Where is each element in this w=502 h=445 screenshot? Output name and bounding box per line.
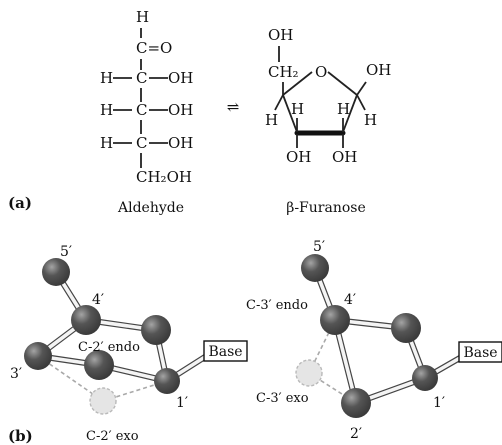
- left-c1-label: 1′: [176, 395, 188, 411]
- left-endo-label: C-2′ endo: [78, 340, 140, 355]
- left-c5-atom: [42, 258, 70, 286]
- furanose-oh-right: OH: [366, 61, 391, 79]
- left-base-label: Base: [208, 344, 242, 360]
- right-c5-label: 5′: [313, 239, 325, 255]
- right-base-label: Base: [463, 345, 497, 361]
- aldehyde-row3-right: OH: [168, 134, 193, 152]
- left-ring-model: 5′ 4′ C-2′ endo 3′ 1′ Base C-2′ exo: [10, 244, 248, 444]
- right-c2-label: 2′: [350, 426, 362, 442]
- furanose-ch2: CH₂: [268, 63, 299, 81]
- aldehyde-row1-left: H: [100, 69, 113, 87]
- left-dashed-bond-c3: [37, 355, 104, 402]
- left-c4-label: 4′: [92, 292, 104, 308]
- aldehyde-group: C=O: [136, 39, 172, 57]
- furanose-oh-c3: OH: [286, 148, 311, 166]
- left-c5-label: 5′: [60, 244, 72, 260]
- right-o-atom: [391, 313, 421, 343]
- left-c4-atom: [71, 305, 101, 335]
- right-base-box: [458, 341, 502, 363]
- furanose-oh-top: OH: [268, 26, 293, 44]
- right-c1-label: 1′: [433, 395, 445, 411]
- furanose-ring-o: O: [315, 63, 327, 81]
- furanose-bond-c4-c3: [282, 94, 298, 133]
- equilibrium-arrows: ⇌: [227, 98, 240, 116]
- right-ring-model: 5′ C-3′ endo 4′ C-3′ exo 2′ 1′ Base: [246, 239, 502, 442]
- left-exo-atom: [89, 387, 117, 415]
- right-exo-atom: [295, 359, 323, 387]
- right-c4-label: 4′: [344, 292, 356, 308]
- panel-a-label: (a): [8, 194, 32, 212]
- aldehyde-structure: H C=O H C OH H C OH H C OH CH₂OH Aldehyd…: [100, 8, 193, 216]
- left-o-atom: [141, 315, 171, 345]
- furanose-bond-o-c1: [327, 71, 358, 96]
- furanose-bond-c1-h: [356, 94, 366, 111]
- aldehyde-row1-right: OH: [168, 69, 193, 87]
- aldehyde-row2-carbon: C: [136, 101, 147, 119]
- aldehyde-terminal: CH₂OH: [136, 168, 192, 186]
- aldehyde-row3-left: H: [100, 134, 113, 152]
- left-base-box: [203, 340, 248, 362]
- aldehyde-row1-carbon: C: [136, 69, 147, 87]
- aldehyde-caption: Aldehyde: [117, 200, 184, 216]
- left-c3-label: 3′: [10, 366, 22, 382]
- panel-b-label: (b): [8, 427, 33, 445]
- furanose-bond-c1-oh: [356, 81, 367, 96]
- right-exo-label: C-3′ exo: [256, 391, 309, 406]
- left-c1-atom: [154, 368, 180, 394]
- furanose-bond-c2-c1: [342, 94, 358, 133]
- furanose-caption: β-Furanose: [286, 200, 366, 216]
- aldehyde-h-top: H: [136, 8, 149, 26]
- furanose-h-c3: H: [291, 100, 304, 118]
- furanose-structure: OH CH₂ O OH H H H H OH OH β-Furanos: [265, 26, 391, 216]
- furanose-bond-c4-h: [274, 94, 284, 111]
- right-c1-atom: [412, 365, 438, 391]
- aldehyde-row3-carbon: C: [136, 134, 147, 152]
- left-c2-endo-atom: [84, 350, 114, 380]
- aldehyde-row2-right: OH: [168, 101, 193, 119]
- left-c3-atom: [24, 342, 52, 370]
- furanose-oh-c2: OH: [332, 148, 357, 166]
- right-c3-endo-atom: [320, 305, 350, 335]
- furanose-h-c2: H: [337, 100, 350, 118]
- furanose-h-c1: H: [364, 111, 377, 129]
- left-exo-label: C-2′ exo: [86, 429, 139, 444]
- furanose-h-c4: H: [265, 111, 278, 129]
- right-c5-atom: [301, 254, 329, 282]
- aldehyde-row2-left: H: [100, 101, 113, 119]
- furanose-bond-c4-o: [282, 71, 313, 96]
- right-endo-label: C-3′ endo: [246, 298, 308, 313]
- right-c2-atom: [341, 388, 371, 418]
